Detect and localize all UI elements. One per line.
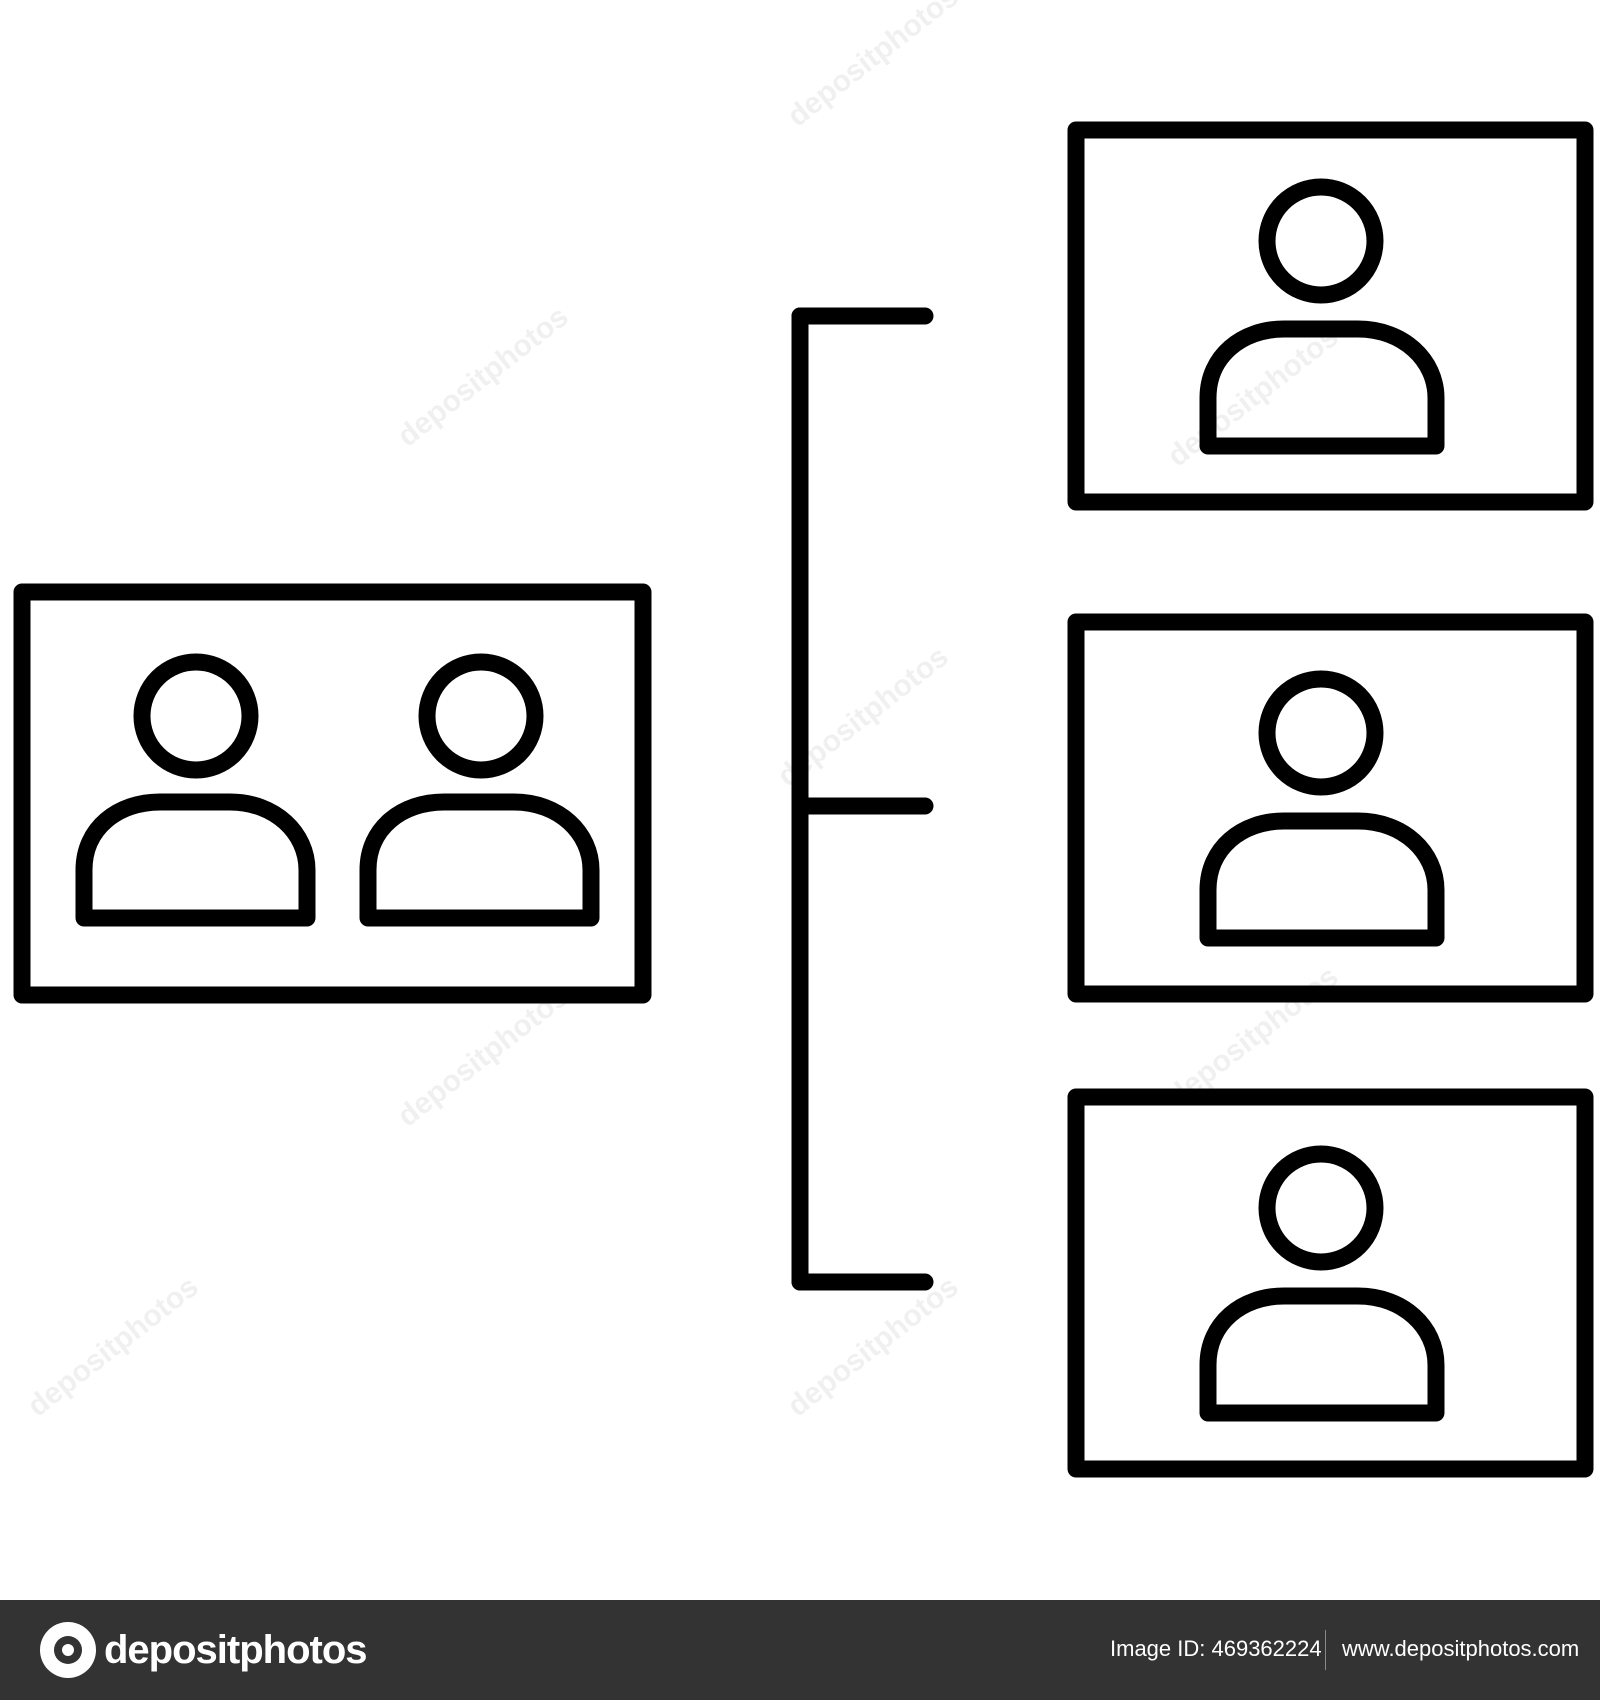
person-icon xyxy=(1199,1145,1445,1422)
person-icon xyxy=(75,653,316,927)
brand[interactable]: depositphotos xyxy=(40,1620,368,1680)
bracket-connector xyxy=(791,307,934,1291)
member-box xyxy=(1067,121,1594,511)
group-box-frame xyxy=(13,583,652,1004)
depositphotos-logo-icon xyxy=(40,1622,96,1678)
brand-name: depositphotos xyxy=(104,1627,368,1672)
org-diagram xyxy=(13,121,1594,1478)
member-box xyxy=(1067,1088,1594,1478)
member-box-frame xyxy=(1067,613,1594,1003)
person-icon xyxy=(359,653,600,927)
footer-divider xyxy=(1325,1630,1326,1670)
group-box xyxy=(13,583,652,1004)
member-box-frame xyxy=(1067,1088,1594,1478)
member-box-frame xyxy=(1067,121,1594,511)
footer-bar: depositphotos Image ID: 469362224 www.de… xyxy=(0,1600,1600,1700)
person-icon xyxy=(1199,670,1445,947)
site-url-link[interactable]: www.depositphotos.com xyxy=(1342,1636,1580,1661)
image-id: Image ID: 469362224 xyxy=(1110,1636,1322,1661)
person-icon xyxy=(1199,178,1445,455)
member-box xyxy=(1067,613,1594,1003)
